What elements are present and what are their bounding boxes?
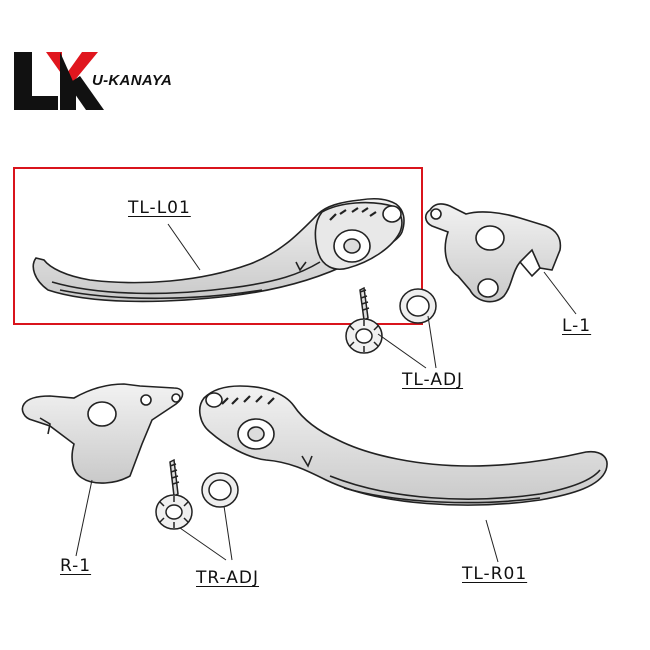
leader-r-1 [75, 479, 93, 557]
uk-logo-mark [14, 52, 104, 110]
leader-tr-adj-a [179, 527, 227, 561]
brand-logo: U-KANAYA [12, 48, 202, 118]
brand-name: U-KANAYA [92, 72, 173, 89]
label-r-1: R-1 [60, 556, 92, 576]
highlight-box [13, 167, 423, 325]
leader-tl-r01 [485, 519, 499, 563]
leader-tl-l01 [167, 223, 201, 271]
leader-tl-adj-b [427, 315, 437, 369]
bracket-l-1 [424, 203, 562, 303]
label-tr-adj: TR-ADJ [196, 568, 260, 588]
label-tl-l01: TL-L01 [128, 198, 191, 218]
leader-tl-adj-a [377, 333, 427, 369]
leader-tr-adj-b [223, 505, 233, 561]
label-l-1: L-1 [562, 316, 592, 336]
lever-tl-l01 [32, 198, 405, 303]
label-tl-r01: TL-R01 [462, 564, 528, 584]
adjuster-tl-adj [345, 286, 437, 354]
bracket-r-1 [21, 383, 184, 484]
leader-l-1 [543, 271, 577, 315]
adjuster-tr-adj [155, 458, 239, 530]
label-tl-adj: TL-ADJ [402, 370, 464, 390]
lever-tl-r01 [198, 385, 608, 506]
